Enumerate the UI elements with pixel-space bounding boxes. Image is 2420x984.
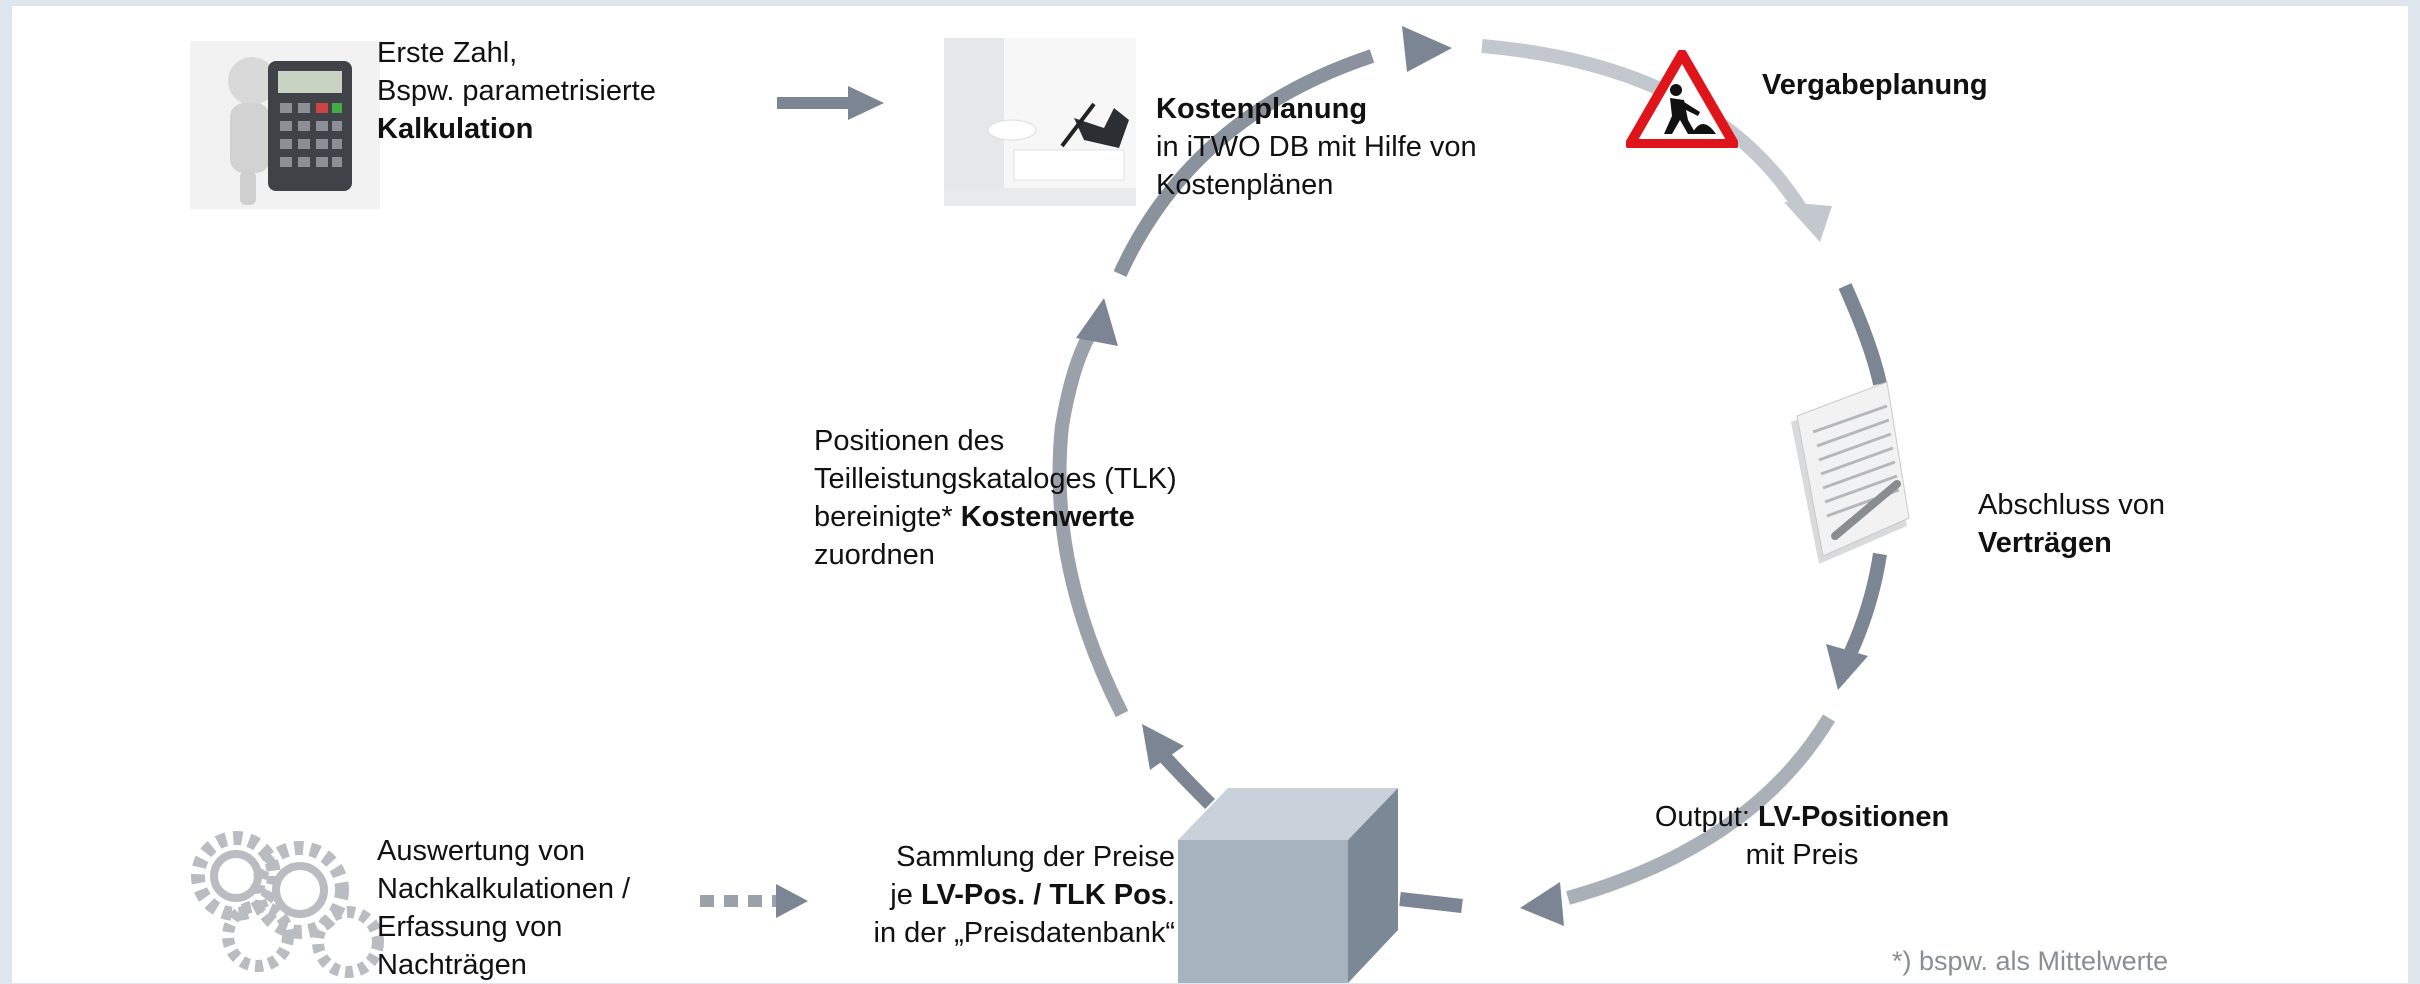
- arrowhead-left-bottom: [1142, 724, 1184, 770]
- cycle-arrows: [700, 26, 1887, 926]
- arrowhead-right-top: [1784, 202, 1832, 242]
- kalkulation-label: Erste Zahl, Bspw. parametrisierte Kalkul…: [377, 37, 656, 145]
- gears-icon: [191, 831, 384, 978]
- positionen-label: Positionen des Teilleistungskataloges (T…: [814, 425, 1177, 571]
- arc-left: [1052, 330, 1129, 718]
- price-database-cube-icon: [1178, 788, 1398, 983]
- arrowhead-left-top: [1076, 298, 1118, 346]
- output-label: Output: LV-Positionen mit Preis: [1654, 801, 1950, 871]
- arrowhead-bottom: [1520, 882, 1564, 926]
- sammlung-label: Sammlung der Preise je LV-Pos. / TLK Pos…: [873, 841, 1175, 949]
- contract-document-icon: [1791, 381, 1910, 564]
- arrowhead-right-bottom: [1826, 644, 1868, 690]
- vergabeplanung-label: Vergabeplanung: [1762, 69, 1988, 101]
- kostenplanung-label: Kostenplanung in iTWO DB mit Hilfe von K…: [1156, 93, 1477, 201]
- vertraege-label: Abschluss von Verträgen: [1978, 489, 2165, 559]
- auswertung-label: Auswertung von Nachkalkulationen / Erfas…: [377, 835, 631, 981]
- arc-bottom-stub: [1399, 892, 1463, 913]
- arc-to-kostenplanung: [1113, 49, 1375, 277]
- arrowhead-top: [1402, 26, 1452, 72]
- arc-to-output: [1843, 552, 1887, 657]
- diagram-panel: Erste Zahl, Bspw. parametrisierte Kalkul…: [12, 6, 2408, 983]
- construction-warning-icon: [1626, 50, 1738, 148]
- arc-to-vertraege: [1838, 283, 1887, 386]
- arc-to-sammlung: [1566, 714, 1835, 905]
- calculator-figure-icon: [190, 41, 380, 209]
- arrowhead-dashed: [776, 884, 808, 918]
- laptop-writing-icon: [944, 38, 1136, 206]
- footnote: *) bspw. als Mittelwerte: [1892, 946, 2169, 976]
- arrowhead-kalkulation: [848, 86, 884, 120]
